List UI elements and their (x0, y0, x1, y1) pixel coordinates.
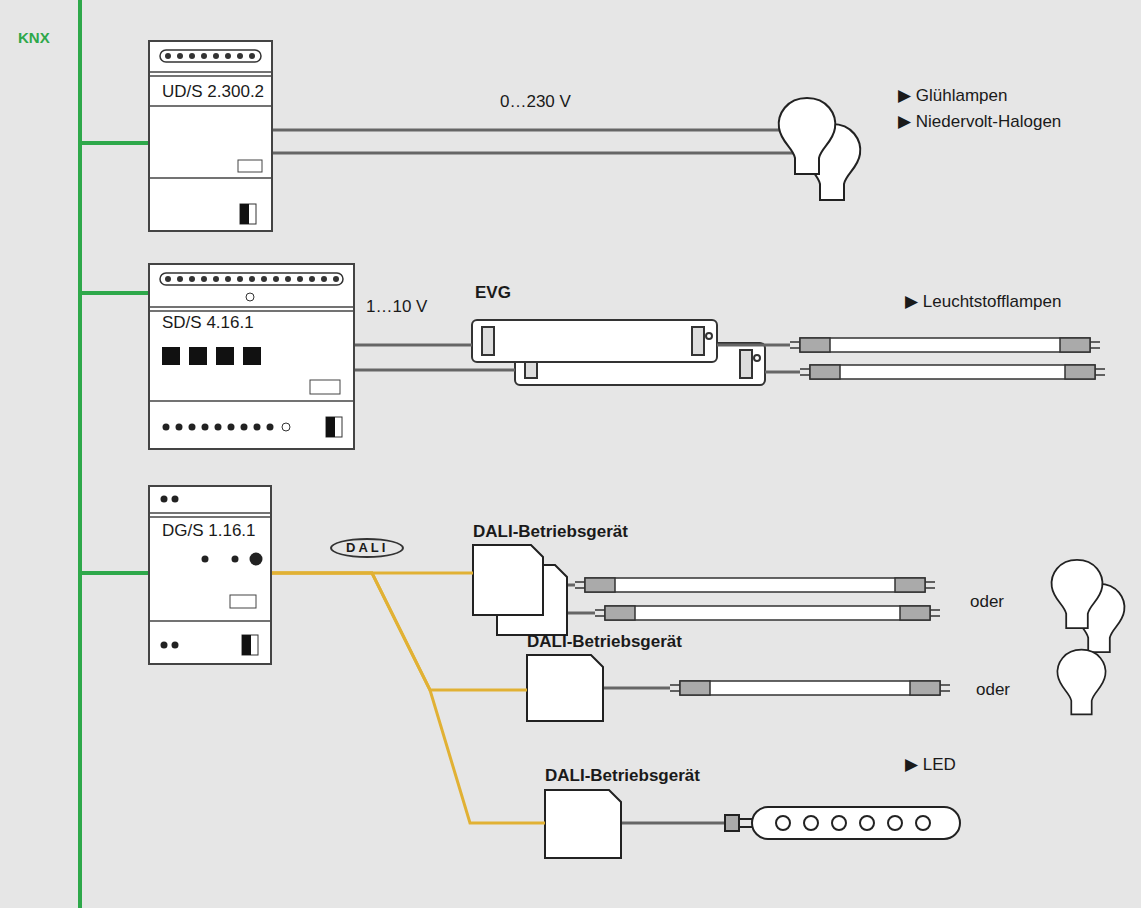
text-label: oder (976, 680, 1010, 700)
gear-name: DALI-Betriebsgerät (473, 522, 628, 542)
dali-line (272, 573, 545, 823)
device-type: SD/S 4.16.1 (162, 313, 254, 333)
tube-symbol (595, 606, 940, 620)
gear-name: DALI-Betriebsgerät (545, 766, 700, 786)
text-label: ▶ Niedervolt-Halogen (898, 112, 1061, 132)
text-label: ▶ Leuchtstofflampen (905, 292, 1061, 312)
device-type: UD/S 2.300.2 (162, 82, 264, 102)
device-details (150, 42, 271, 230)
dimmer-device: DG/S 1.16.1 (148, 485, 272, 665)
device-label: DALI-Betriebsgerät (527, 632, 690, 654)
device-label: DALI-Betriebsgerät (473, 522, 636, 544)
text-label: oder (970, 592, 1004, 612)
device-details (150, 487, 270, 663)
gear-name: EVG (475, 283, 511, 303)
led-strip (725, 807, 960, 839)
tube-symbol (790, 338, 1100, 352)
gear-name: DALI-Betriebsgerät (527, 632, 682, 652)
bus-name: KNX (18, 28, 50, 48)
dali-logo: DALI (330, 538, 404, 558)
device-label: DALI-Betriebsgerät (545, 766, 708, 788)
dali-gear-symbol (473, 545, 621, 858)
signal-label: 1…10 V (364, 297, 429, 317)
tube-symbol (670, 681, 950, 695)
device-label: EVG (472, 283, 532, 307)
text-label: 0…230 V (500, 92, 571, 112)
tube-symbol (575, 578, 935, 592)
text-label: ▶ Glühlampen (898, 86, 1007, 106)
load-wire (273, 130, 808, 153)
dimmer-device: UD/S 2.300.2 (148, 40, 273, 232)
bulb-symbol (779, 98, 861, 200)
text-label: ▶ LED (905, 755, 956, 775)
knx-bus (80, 0, 150, 908)
ballast-symbol (472, 320, 765, 385)
control-wire (355, 345, 515, 370)
bulb-symbol (1052, 560, 1125, 715)
device-details (150, 265, 353, 448)
tube-symbol (800, 365, 1105, 379)
dimmer-device: SD/S 4.16.1 (148, 263, 355, 450)
device-type: DG/S 1.16.1 (162, 521, 256, 541)
